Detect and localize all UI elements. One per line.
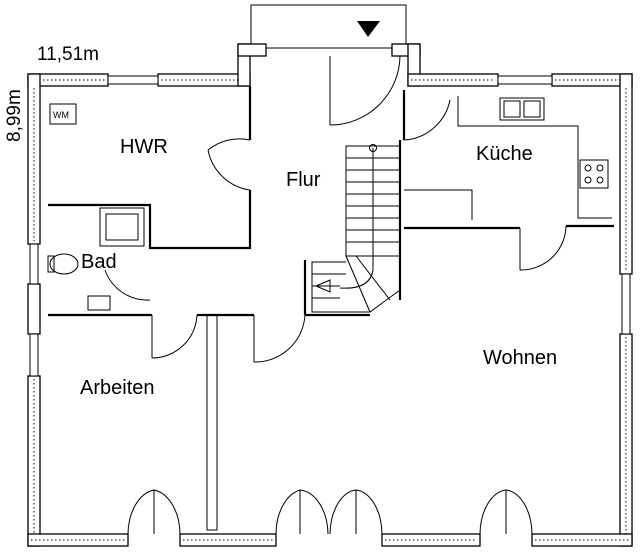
washing-machine-icon (49, 103, 77, 125)
sink-icon (87, 295, 111, 311)
exterior-walls (27, 43, 633, 547)
kitchen-fixtures (404, 96, 612, 220)
doors (104, 55, 567, 535)
room-label-wohnen: Wohnen (483, 347, 557, 369)
staircase (311, 144, 401, 313)
stove-icon (579, 159, 609, 189)
entrance-arrow-icon (357, 21, 380, 37)
room-label-kueche: Küche (476, 143, 533, 165)
room-label-arbeiten: Arbeiten (80, 377, 155, 399)
depth-dimension-label: 8,99m (4, 89, 25, 142)
room-label-flur: Flur (286, 169, 321, 191)
toilet-icon (49, 253, 79, 275)
entrance-porch (250, 4, 407, 49)
shower-icon (99, 207, 145, 247)
width-dimension-label: 11,51m (37, 44, 99, 65)
stair-direction-arrow-icon (314, 279, 331, 293)
room-label-bad: Bad (81, 251, 117, 273)
washing-machine-label: WM (53, 110, 69, 120)
room-label-hwr: HWR (120, 136, 168, 158)
bathroom-fixtures: WM (47, 103, 145, 311)
windows (29, 75, 631, 377)
